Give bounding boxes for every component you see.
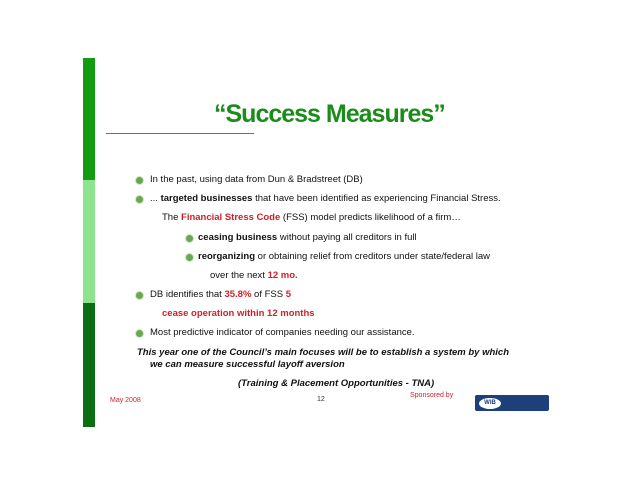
text-line-12: (Training & Placement Opportunities - TN… — [238, 378, 435, 389]
text-line-3: The Financial Stress Code (FSS) model pr… — [162, 212, 461, 223]
text-line-1: In the past, using data from Dun & Brads… — [150, 174, 363, 185]
bullet-icon — [186, 254, 193, 261]
bullet-icon — [186, 235, 193, 242]
sponsor-logo: WIB — [475, 395, 549, 411]
text-line-8: cease operation within 12 months — [162, 308, 315, 319]
title-underline — [106, 133, 254, 134]
text-line-9: Most predictive indicator of companies n… — [150, 327, 415, 338]
page-number: 12 — [317, 396, 325, 403]
text-line-7: DB identifies that 35.8% of FSS 5 — [150, 289, 292, 300]
sidebar-stripe-middle — [83, 180, 95, 303]
text-line-4: ceasing business without paying all cred… — [198, 232, 417, 243]
text-line-2: ... targeted businesses that have been i… — [150, 193, 501, 204]
text-line-5: reorganizing or obtaining relief from cr… — [198, 251, 490, 262]
bullet-icon — [136, 292, 143, 299]
text-line-11: we can measure successful layoff aversio… — [150, 359, 345, 370]
sponsored-by-label: Sponsored by — [410, 392, 454, 399]
bullet-icon — [136, 330, 143, 337]
footer-date: May 2008 — [110, 397, 141, 404]
sidebar-stripe-top — [83, 58, 95, 180]
slide-title: “Success Measures” — [214, 100, 446, 128]
bullet-icon — [136, 177, 143, 184]
bullet-icon — [136, 196, 143, 203]
sidebar-stripe-bottom — [83, 303, 95, 427]
text-line-6: over the next 12 mo. — [210, 270, 298, 281]
text-line-10: This year one of the Council’s main focu… — [137, 347, 510, 358]
wib-logo-icon: WIB — [479, 397, 501, 409]
